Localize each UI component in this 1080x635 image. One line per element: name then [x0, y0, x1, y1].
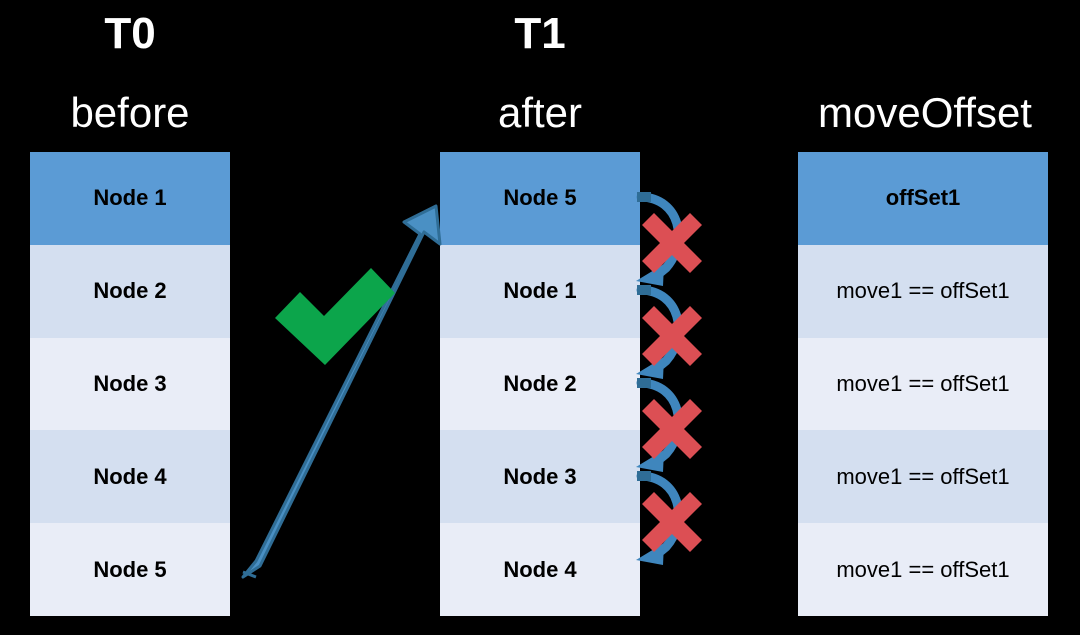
table-row: Node 1	[440, 244, 640, 338]
table-row: Node 1	[30, 152, 230, 245]
table-row: Node 4	[30, 430, 230, 524]
table-row: move1 == offSet1	[798, 337, 1048, 431]
column-caption-after: after	[497, 89, 583, 136]
table-row: Node 5	[30, 523, 230, 616]
column-caption-before: before	[70, 89, 190, 136]
table-row: offSet1	[798, 152, 1048, 245]
shift-arrow-1	[636, 192, 683, 286]
table-before: Node 1 Node 2 Node 3 Node 4 Node 5	[30, 152, 230, 616]
column-caption-moveoffset: moveOffset	[818, 89, 1032, 136]
table-row: Node 2	[440, 337, 640, 431]
table-after: Node 5 Node 1 Node 2 Node 3 Node 4	[440, 152, 640, 616]
shift-arrow-2	[636, 285, 683, 379]
table-row: Node 2	[30, 244, 230, 338]
time-label-t0: T0	[104, 9, 156, 58]
table-row: move1 == offSet1	[798, 430, 1048, 524]
red-cross-2	[642, 306, 702, 366]
time-label-t1: T1	[514, 9, 566, 58]
red-cross-4	[642, 492, 702, 552]
move-node5-to-top-arrow	[241, 204, 442, 579]
red-cross-1	[642, 213, 702, 273]
red-cross-3	[642, 399, 702, 459]
green-check-mark	[275, 268, 395, 365]
table-row: move1 == offSet1	[798, 244, 1048, 338]
shift-arrow-3	[636, 378, 683, 472]
table-row: move1 == offSet1	[798, 523, 1048, 616]
table-moveoffset: offSet1 move1 == offSet1 move1 == offSet…	[798, 152, 1048, 616]
table-row: Node 5	[440, 152, 640, 245]
table-row: Node 3	[440, 430, 640, 524]
table-row: Node 4	[440, 523, 640, 616]
shift-arrow-4	[636, 471, 683, 565]
table-row: Node 3	[30, 337, 230, 431]
